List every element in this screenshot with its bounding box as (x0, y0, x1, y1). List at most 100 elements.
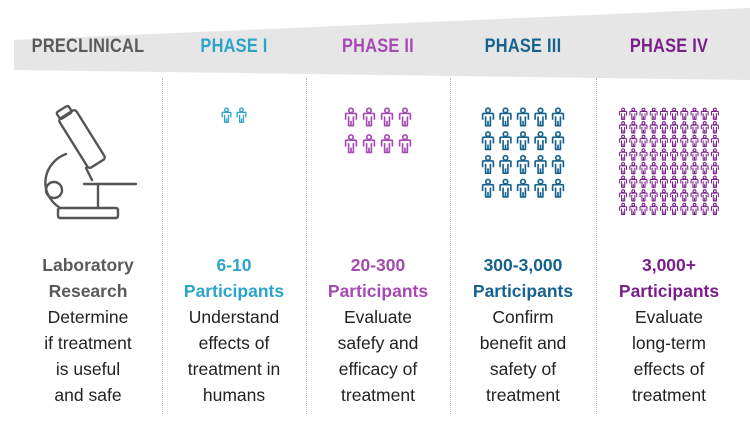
person-icon (362, 134, 376, 154)
person-icon (690, 134, 699, 148)
person-icon (619, 134, 628, 148)
person-icon (362, 107, 376, 127)
person-icon (670, 161, 679, 175)
person-icon (670, 121, 679, 134)
person-icon (499, 154, 512, 175)
person-icon (551, 154, 565, 175)
person-icon (516, 154, 530, 175)
person-icon (649, 189, 658, 202)
person-icon (710, 121, 719, 134)
text-phase4: 3,000+ Participants Evaluate long-term e… (596, 252, 742, 408)
microscope-icon (14, 104, 162, 244)
person-icon (534, 178, 547, 198)
column-divider (450, 78, 451, 414)
person-icon (398, 107, 412, 127)
column-phase2: PHASE II 20-300 Participants Evaluate sa… (306, 0, 450, 422)
person-icon (619, 161, 628, 175)
person-icon (680, 202, 689, 216)
person-icon (659, 107, 668, 120)
person-icon (680, 189, 689, 202)
description-line: Understand (188, 307, 280, 327)
person-icon (690, 202, 699, 216)
participants-icons-phase1 (162, 104, 306, 244)
person-icon (639, 134, 648, 148)
description-line: and safe (54, 385, 122, 405)
person-icon (700, 121, 709, 134)
description-line: safety of (489, 359, 557, 379)
person-icon (639, 202, 648, 216)
person-icon (670, 202, 679, 216)
person-icon (639, 107, 648, 120)
person-icon (690, 161, 699, 175)
participants-icons-phase4 (596, 104, 742, 244)
person-icon (380, 107, 394, 127)
description-line: effects of (633, 359, 705, 379)
phase-banner (14, 8, 750, 80)
person-icon (700, 148, 709, 161)
person-icon (700, 189, 709, 202)
text-phase1: 6-10 Participants Understand effects of … (162, 252, 306, 408)
person-icon (619, 148, 628, 161)
person-icon (534, 154, 547, 175)
person-icon (710, 175, 719, 188)
person-icon (659, 121, 668, 134)
column-phase4: PHASE IV 3,000+ Participants Evaluate lo… (596, 0, 742, 422)
person-icon (700, 175, 709, 188)
person-icon (619, 107, 628, 120)
heading-preclinical: PRECLINICAL (31, 36, 145, 57)
heading-phase4: PHASE IV (629, 36, 709, 57)
column-phase3: PHASE III 300-3,000 Participants Confirm… (450, 0, 596, 422)
person-icon (481, 178, 495, 198)
description-line: humans (202, 385, 266, 405)
person-icon (629, 121, 638, 134)
person-icon (690, 107, 699, 120)
person-icon (619, 121, 628, 134)
person-icon (629, 161, 638, 175)
heading-phase3: PHASE III (484, 36, 562, 57)
person-icon (499, 107, 512, 127)
person-icon (481, 107, 495, 127)
title-line-1: 6-10 (216, 255, 252, 275)
person-icon (690, 121, 699, 134)
person-icon (710, 148, 719, 161)
description-line: is useful (55, 359, 121, 379)
person-icon (629, 134, 638, 148)
person-icon (481, 154, 495, 175)
description-line: benefit and (479, 333, 567, 353)
person-icon (516, 107, 530, 127)
column-phase1: PHASE I 6-10 Participants Understand eff… (162, 0, 306, 422)
person-icon (690, 175, 699, 188)
column-divider (162, 78, 163, 414)
text-preclinical: Laboratory Research Determine if treatme… (14, 252, 162, 408)
description-line: treatment (486, 385, 560, 405)
person-icon (690, 189, 699, 202)
title-line-2: Research (48, 281, 128, 301)
person-icon (221, 107, 232, 123)
person-icon (649, 134, 658, 148)
person-icon (398, 134, 412, 154)
title-line-1: 3,000+ (641, 255, 696, 275)
person-icon (629, 202, 638, 216)
person-icon (680, 107, 689, 120)
person-icon (680, 134, 689, 148)
person-icon (670, 189, 679, 202)
description-line: long-term (632, 333, 706, 353)
person-icon (710, 107, 719, 120)
column-divider (306, 78, 307, 414)
person-icon (619, 175, 628, 188)
participants-icons-phase2 (306, 104, 450, 244)
person-icon (639, 148, 648, 161)
person-icon (649, 107, 658, 120)
column-divider (596, 78, 597, 414)
description-line: efficacy of (338, 359, 418, 379)
person-icon (659, 175, 668, 188)
person-icon (670, 148, 679, 161)
person-icon (680, 148, 689, 161)
text-phase2: 20-300 Participants Evaluate safefy and … (306, 252, 450, 408)
person-icon (516, 178, 530, 198)
person-icon (639, 161, 648, 175)
description-line: treatment in (187, 359, 281, 379)
person-icon (629, 189, 638, 202)
person-icon (551, 178, 565, 198)
person-icon (236, 107, 247, 123)
